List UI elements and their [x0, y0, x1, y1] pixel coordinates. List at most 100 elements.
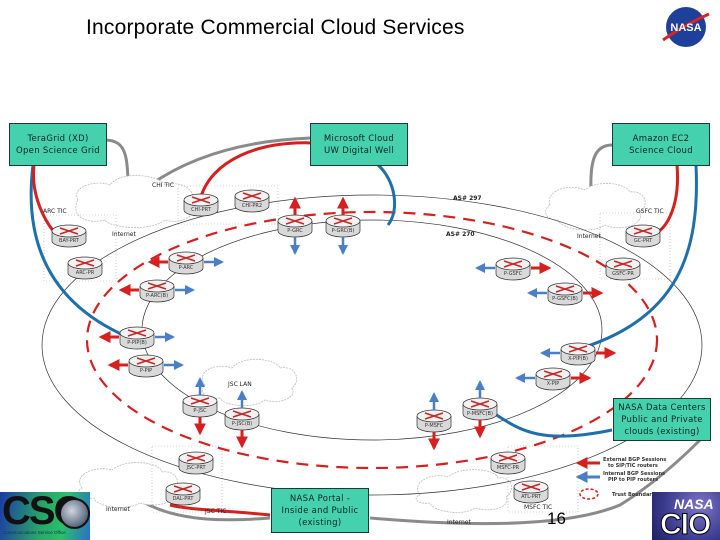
label-internet-south: Internet — [447, 519, 471, 526]
link-portal-dal — [169, 503, 271, 517]
link-microsoft-pgrc — [376, 163, 397, 226]
router-arrows-icon — [127, 329, 147, 337]
router-label: P-GSFC — [504, 271, 523, 277]
router-label: ARC-PR — [76, 270, 95, 276]
router-label: P-JSC — [193, 408, 207, 414]
internet-cloud-west — [75, 175, 193, 228]
router-arrows-icon — [285, 217, 305, 225]
router-label: X-PIP — [547, 381, 560, 387]
router-label: CHI-PR2 — [242, 203, 262, 209]
router-p-gsfc-b: P-GSFC(B) — [547, 282, 583, 306]
router-arrows-icon — [521, 483, 541, 491]
router-arrows-icon — [242, 192, 262, 200]
legend-external-line1: External BGP Sessions — [603, 457, 666, 463]
link-microsoft-chi — [198, 141, 316, 201]
box-nasa-data-centers: NASA Data Centers Public and Private clo… — [613, 398, 711, 441]
router-jsc-prt: JSC-PRT — [178, 451, 214, 475]
router-label: P-ARC — [179, 265, 194, 271]
router-label: MSFC-PR — [497, 465, 520, 471]
diagram-labels: CHI TIC ARC TIC GSFC TIC JSC TIC MSFC TI… — [43, 182, 664, 526]
router-label: GSFC-PR — [612, 271, 634, 277]
internet-cloud-southwest — [78, 462, 178, 508]
jsc-tic-group — [151, 445, 223, 513]
internet-cloud-east — [545, 183, 646, 231]
router-label: P-MSFC(B) — [467, 411, 493, 417]
router-label: P-GRC(B) — [332, 228, 355, 234]
router-arrows-icon — [186, 454, 206, 462]
router-dal-prt: DAL-PRT — [165, 482, 201, 506]
router-p-pip-b: P-PIP(B) — [119, 326, 155, 350]
datacenters-line3: clouds (existing) — [624, 426, 700, 437]
cio-logo-nasa-text: NASA — [674, 496, 714, 512]
router-msfc-pr: MSFC-PR — [490, 451, 526, 475]
router-p-jsc-b: P-JSC(B) — [224, 407, 260, 431]
page-title: Incorporate Commercial Cloud Services — [86, 16, 465, 39]
router-arrows-icon — [191, 196, 211, 204]
nasa-logo: NASA — [662, 7, 710, 47]
cso-logo-subtitle: Communications Service Office — [3, 530, 66, 535]
arc-tic-group — [43, 214, 117, 282]
router-p-arc: P-ARC — [168, 251, 204, 275]
router-arrows-icon — [568, 345, 588, 353]
legend-external-line2: to SIP/TIC routers — [608, 463, 658, 469]
router-label: X-PIP(B) — [568, 356, 588, 362]
label-as270: AS# 270 — [446, 231, 475, 238]
cso-logo: CSO Communications Service Office — [0, 492, 90, 540]
router-x-pip: X-PIP — [535, 367, 571, 391]
internet-links — [103, 136, 702, 526]
router-arrows-icon — [498, 454, 518, 462]
router-arrows-icon — [470, 400, 490, 408]
label-internet-west: Internet — [112, 231, 136, 238]
router-bay-prt: BAY-PRT — [51, 224, 87, 248]
router-p-msfc: P-MSFC — [416, 409, 452, 433]
link-amazon-internet — [589, 143, 613, 191]
link-amazon-gc — [649, 164, 680, 238]
router-label: P-GSFC(B) — [552, 296, 578, 302]
router-arrows-icon — [555, 285, 575, 293]
nasa-vector-swoosh — [662, 12, 710, 42]
router-arrows-icon — [633, 227, 653, 235]
router-label: ATL-PRT — [521, 494, 542, 500]
clouds — [75, 175, 646, 513]
link-bottom-ring — [369, 438, 702, 526]
as297-outer-ring — [41, 194, 703, 496]
portal-line1: NASA Portal - — [289, 493, 351, 504]
label-jsc-tic: JSC TIC — [204, 508, 226, 515]
router-chi-pr2: CHI-PR2 — [234, 189, 270, 213]
router-x-pip-b: X-PIP(B) — [560, 342, 596, 366]
label-internet-southwest: Internet — [106, 506, 130, 513]
bgp-arrows — [98, 196, 617, 451]
datacenters-line2: Public and Private — [621, 414, 703, 425]
router-p-gsfc: P-GSFC — [495, 257, 531, 281]
router-label: P-PIP — [140, 368, 152, 374]
link-portal-internet — [139, 498, 271, 522]
box-amazon: Amazon EC2 Science Cloud — [612, 123, 710, 166]
router-arrows-icon — [333, 217, 353, 225]
router-p-arc-b: P-ARC(B) — [139, 279, 175, 303]
link-amazon-xpip — [574, 164, 698, 352]
trust-boundary — [85, 210, 659, 470]
router-label: CHI-PRT — [191, 207, 212, 213]
router-p-msfc-b: P-MSFC(B) — [462, 397, 498, 421]
amazon-line1: Amazon EC2 — [632, 133, 690, 144]
link-datacenter-pmsfc — [494, 412, 613, 438]
router-gc-prt: GC-PRT — [625, 224, 661, 248]
router-arrows-icon — [136, 357, 156, 365]
internet-cloud-south — [415, 469, 512, 513]
label-gsfc-tic: GSFC TIC — [636, 208, 664, 215]
router-label: P-JSC(B) — [232, 421, 253, 427]
router-arrows-icon — [173, 485, 193, 493]
router-label: GC-PRT — [634, 238, 653, 244]
router-arrows-icon — [176, 254, 196, 262]
nasa-logo-text: NASA — [670, 22, 701, 34]
router-p-jsc: P-JSC — [182, 394, 218, 418]
microsoft-line2: UW Digital Well — [324, 145, 394, 156]
router-p-pip: P-PIP — [128, 354, 164, 378]
router-p-grc: P-GRC — [277, 214, 313, 238]
datacenters-line1: NASA Data Centers — [618, 402, 706, 413]
label-chi-tic: CHI TIC — [152, 182, 174, 189]
legend-internal-line1: Internal BGP Sessions — [603, 471, 665, 477]
router-label: BAY-PRT — [59, 238, 80, 244]
